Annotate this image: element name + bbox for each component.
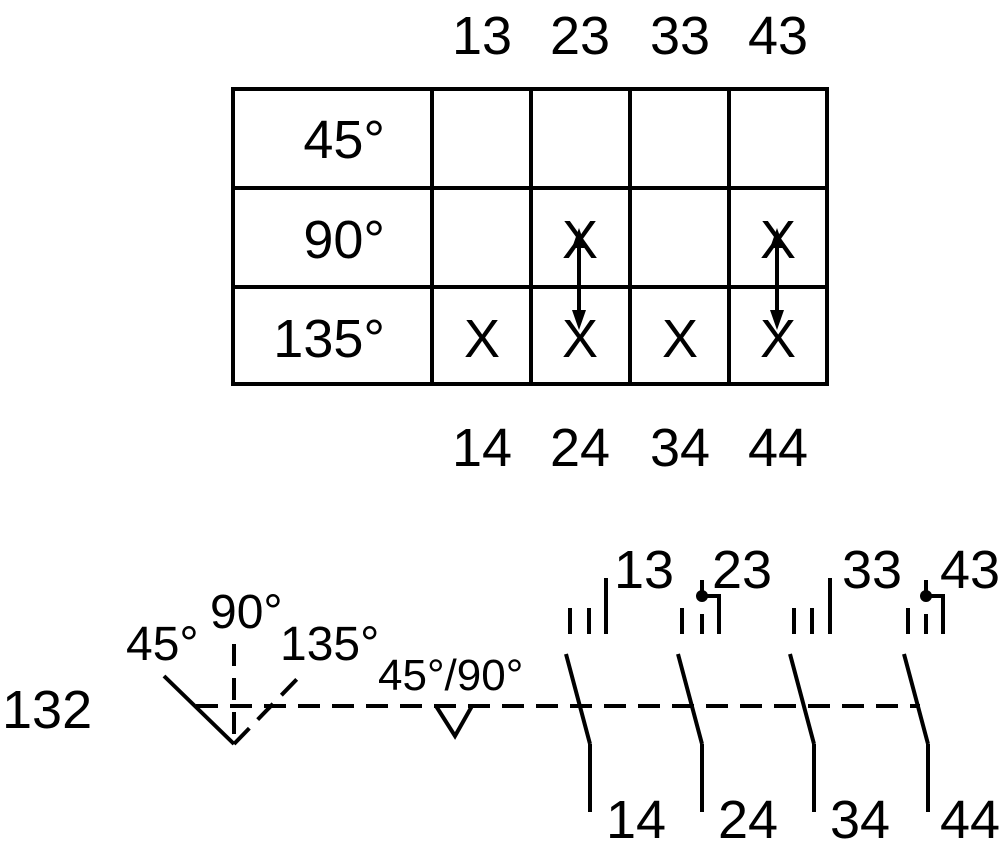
contact-43-44: 43 44 (902, 540, 1000, 841)
bottom-label-2: 24 (550, 418, 610, 478)
double-arrow-icon (572, 228, 586, 330)
cell-135-13: X (464, 309, 500, 369)
contact-2-top: 23 (712, 540, 772, 600)
position-label-135: 135° (280, 618, 379, 671)
row-angle-90: 90° (303, 210, 385, 270)
contact-2-bottom: 24 (718, 790, 778, 841)
detent-label: 45°/90° (378, 651, 523, 700)
switching-table: 13 23 33 43 45° 90° 135° X X X X X X (231, 6, 829, 478)
rotary-actuator-icon (162, 644, 302, 746)
double-arrow-icon (770, 228, 784, 330)
contact-1-top: 13 (614, 540, 674, 600)
cell-135-33: X (662, 309, 698, 369)
row-angle-135: 135° (273, 309, 385, 369)
switch-number: 132 (2, 680, 92, 740)
top-label-1: 13 (452, 6, 512, 66)
contact-23-24: 23 24 (676, 540, 778, 841)
bottom-label-1: 14 (452, 418, 512, 478)
bottom-label-3: 34 (650, 418, 710, 478)
position-label-90: 90° (210, 586, 283, 639)
detent-icon (434, 704, 474, 740)
top-label-2: 23 (550, 6, 610, 66)
switch-schematic: 132 45° 90° 135° 45°/90° 13 14 (2, 540, 1000, 841)
bottom-label-4: 44 (748, 418, 808, 478)
top-label-3: 33 (650, 6, 710, 66)
contact-4-top: 43 (940, 540, 1000, 600)
position-label-45: 45° (126, 618, 199, 671)
top-label-4: 43 (748, 6, 808, 66)
contact-4-bottom: 44 (940, 790, 1000, 841)
contact-1-bottom: 14 (606, 790, 666, 841)
contact-3-bottom: 34 (830, 790, 890, 841)
contact-33-34: 33 34 (788, 540, 902, 841)
row-angle-45: 45° (303, 110, 385, 170)
contact-3-top: 33 (842, 540, 902, 600)
contact-13-14: 13 14 (564, 540, 674, 841)
